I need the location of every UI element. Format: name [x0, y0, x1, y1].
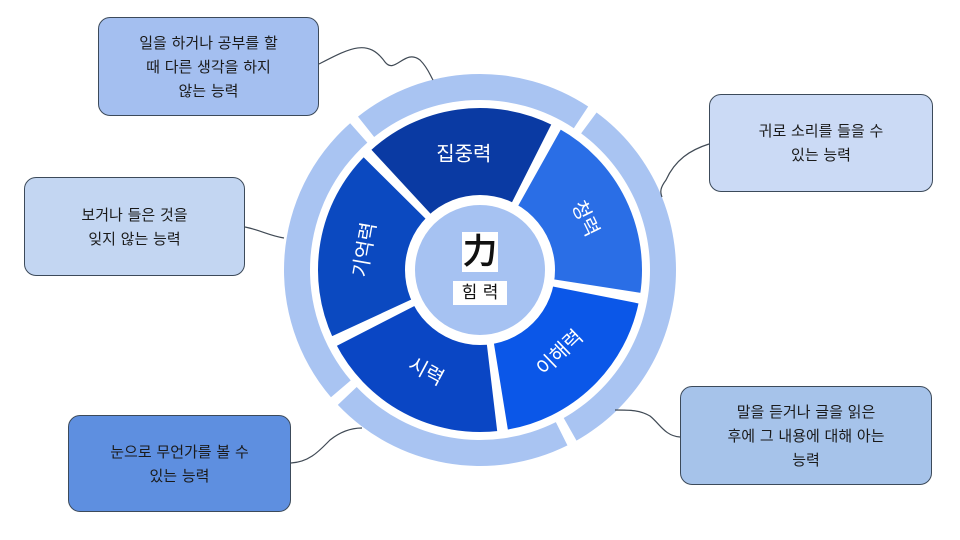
segment-label-0: 집중력 [436, 142, 491, 166]
connector-understanding [614, 409, 681, 438]
outer-ring-piece [357, 74, 589, 137]
segments [314, 104, 646, 436]
outer-ring-piece [563, 112, 676, 441]
connector-concentration [318, 47, 434, 81]
outer-ring-piece [337, 387, 568, 466]
callout-vision: 눈으로 무언가를 볼 수 있는 능력 [68, 415, 291, 512]
connector-memory [244, 226, 285, 239]
center-glyph: 力 [462, 232, 498, 272]
outer-ring-piece [283, 123, 368, 398]
callout-hearing: 귀로 소리를 들을 수 있는 능력 [709, 94, 933, 192]
callout-understanding: 말을 듣거나 글을 읽은 후에 그 내용에 대해 아는 능력 [680, 386, 932, 485]
connector-vision [290, 427, 363, 464]
connector-lines [244, 47, 710, 464]
callout-memory: 보거나 들은 것을 잊지 않는 능력 [24, 177, 245, 276]
callout-concentration: 일을 하거나 공부를 할 때 다른 생각을 하지 않는 능력 [98, 17, 319, 116]
outer-ring [283, 74, 676, 466]
center-label: 힘 력 [453, 281, 507, 305]
connector-hearing [660, 143, 710, 198]
